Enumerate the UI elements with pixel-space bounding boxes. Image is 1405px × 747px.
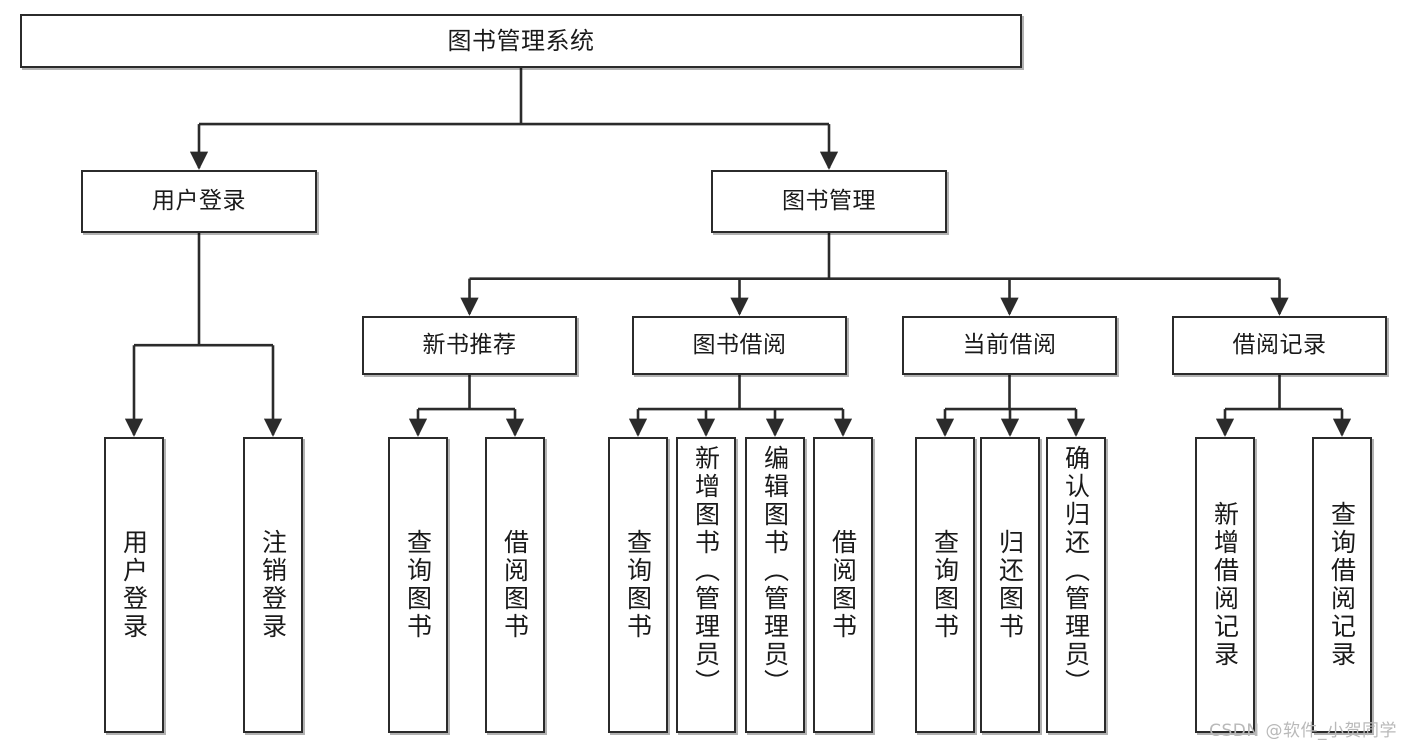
node-leaf-log-add[interactable]: 新增借阅记录 — [1195, 437, 1255, 733]
node-leaf-rec-query[interactable]: 查询图书 — [388, 437, 448, 733]
node-label: 当前借阅 — [962, 331, 1057, 358]
node-label: 确认归还（管理员） — [1061, 445, 1091, 697]
node-label: 新书推荐 — [422, 331, 517, 358]
node-label: 借阅记录 — [1232, 331, 1327, 358]
node-book-borrow[interactable]: 图书借阅 — [632, 316, 847, 375]
node-label: 查询图书 — [403, 529, 433, 641]
node-leaf-bb-query[interactable]: 查询图书 — [608, 437, 668, 733]
node-leaf-rec-borrow[interactable]: 借阅图书 — [485, 437, 545, 733]
node-leaf-user-logout[interactable]: 注销登录 — [243, 437, 303, 733]
watermark: CSDN @软件_小贺同学 — [1209, 721, 1397, 741]
node-label: 查询借阅记录 — [1327, 501, 1357, 669]
node-user-login[interactable]: 用户登录 — [81, 170, 317, 233]
node-label: 编辑图书（管理员） — [760, 445, 790, 697]
node-leaf-bb-edit[interactable]: 编辑图书（管理员） — [745, 437, 805, 733]
node-label: 图书管理 — [782, 187, 876, 214]
node-label: 借阅图书 — [828, 529, 858, 641]
node-borrow-log[interactable]: 借阅记录 — [1172, 316, 1387, 375]
node-leaf-user-login[interactable]: 用户登录 — [104, 437, 164, 733]
node-label: 借阅图书 — [500, 529, 530, 641]
node-label: 查询图书 — [930, 529, 960, 641]
node-leaf-log-query[interactable]: 查询借阅记录 — [1312, 437, 1372, 733]
node-leaf-cb-return[interactable]: 归还图书 — [980, 437, 1040, 733]
node-leaf-bb-borrow[interactable]: 借阅图书 — [813, 437, 873, 733]
node-label: 新增图书（管理员） — [691, 445, 721, 697]
node-leaf-cb-confirm[interactable]: 确认归还（管理员） — [1046, 437, 1106, 733]
node-cur-borrow[interactable]: 当前借阅 — [902, 316, 1117, 375]
node-label: 新增借阅记录 — [1210, 501, 1240, 669]
node-label: 用户登录 — [152, 187, 246, 214]
node-leaf-bb-add[interactable]: 新增图书（管理员） — [676, 437, 736, 733]
node-label: 注销登录 — [258, 529, 288, 641]
node-root[interactable]: 图书管理系统 — [20, 14, 1022, 68]
node-label: 图书管理系统 — [447, 26, 595, 55]
node-label: 用户登录 — [119, 529, 149, 641]
node-leaf-cb-query[interactable]: 查询图书 — [915, 437, 975, 733]
node-new-book-rec[interactable]: 新书推荐 — [362, 316, 577, 375]
node-label: 归还图书 — [995, 529, 1025, 641]
node-book-manage[interactable]: 图书管理 — [711, 170, 947, 233]
node-label: 查询图书 — [623, 529, 653, 641]
node-label: 图书借阅 — [692, 331, 787, 358]
